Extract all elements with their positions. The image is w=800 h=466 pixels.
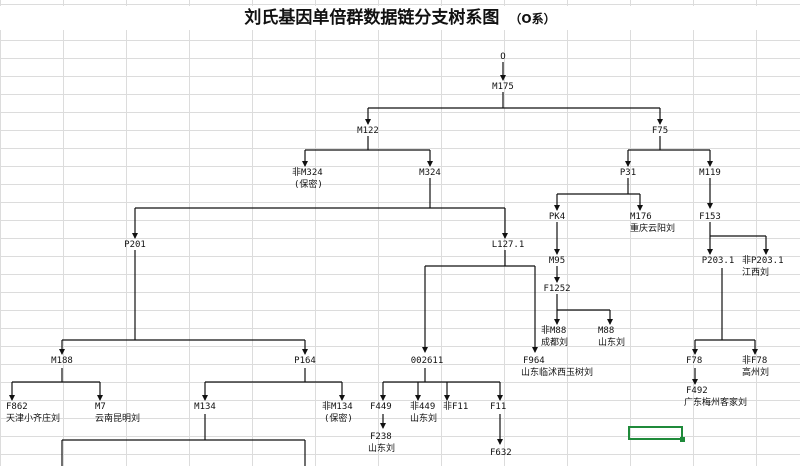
node-m95: M95 — [548, 256, 566, 266]
page-title: 刘氏基因单倍群数据链分支树系图 （O系） — [0, 6, 800, 30]
node-m324: M324 — [419, 168, 441, 178]
node-m134: M134 — [194, 402, 216, 412]
node-f153: F153 — [699, 212, 721, 222]
node-f449: F449 — [370, 402, 392, 412]
node-non-f449-note: 山东刘 — [410, 414, 438, 424]
node-m122: M122 — [357, 126, 379, 136]
node-m7: M7 — [95, 402, 106, 412]
node-f862: F862 — [6, 402, 28, 412]
node-m176: M176 — [630, 212, 652, 222]
title-sub: （O系） — [509, 12, 556, 26]
node-non-m134-note: (保密) — [324, 414, 353, 424]
node-p203: P203.1 — [701, 256, 735, 266]
node-pk4: PK4 — [548, 212, 566, 222]
node-f492: F492 — [686, 386, 708, 396]
node-f632: F632 — [490, 448, 512, 458]
node-f1252: F1252 — [543, 284, 571, 294]
node-m175: M175 — [492, 82, 514, 92]
node-002611: 002611 — [410, 356, 444, 366]
node-f964-note: 山东临沭西玉树刘 — [521, 368, 594, 378]
node-p31: P31 — [619, 168, 637, 178]
node-non-m324-note: (保密) — [294, 180, 323, 190]
node-p164: P164 — [294, 356, 316, 366]
node-non-p203-note: 江西刘 — [742, 268, 770, 278]
selected-cell[interactable] — [628, 426, 685, 442]
node-non-m134: 非M134 — [322, 402, 353, 412]
node-m188: M188 — [51, 356, 73, 366]
node-non-f11: 非F11 — [443, 402, 469, 412]
node-f862-note: 天津小齐庄刘 — [6, 414, 61, 424]
node-m88: M88 — [598, 326, 615, 336]
node-non-f78: 非F78 — [742, 356, 768, 366]
node-p201: P201 — [124, 240, 146, 250]
node-f75: F75 — [651, 126, 669, 136]
node-m176-note: 重庆云阳刘 — [630, 224, 676, 234]
node-non-m88-note: 成都刘 — [541, 338, 569, 348]
node-non-m324: 非M324 — [292, 168, 323, 178]
node-m7-note: 云南昆明刘 — [95, 414, 141, 424]
node-f238-note: 山东刘 — [368, 444, 396, 454]
node-f492-note: 广东梅州客家刘 — [684, 398, 748, 408]
node-non-m88: 非M88 — [541, 326, 567, 336]
title-main: 刘氏基因单倍群数据链分支树系图 — [244, 8, 500, 28]
node-non-f449: 非449 — [410, 402, 436, 412]
node-non-f78-note: 高州刘 — [742, 368, 770, 378]
node-m88-note: 山东刘 — [598, 338, 626, 348]
node-f238: F238 — [370, 432, 392, 442]
node-non-p203: 非P203.1 — [742, 256, 784, 266]
node-f964: F964 — [523, 356, 545, 366]
node-f11: F11 — [490, 402, 507, 412]
node-l127: L127.1 — [491, 240, 525, 250]
node-m119: M119 — [699, 168, 721, 178]
node-root: O — [500, 52, 506, 62]
node-f78: F78 — [686, 356, 703, 366]
